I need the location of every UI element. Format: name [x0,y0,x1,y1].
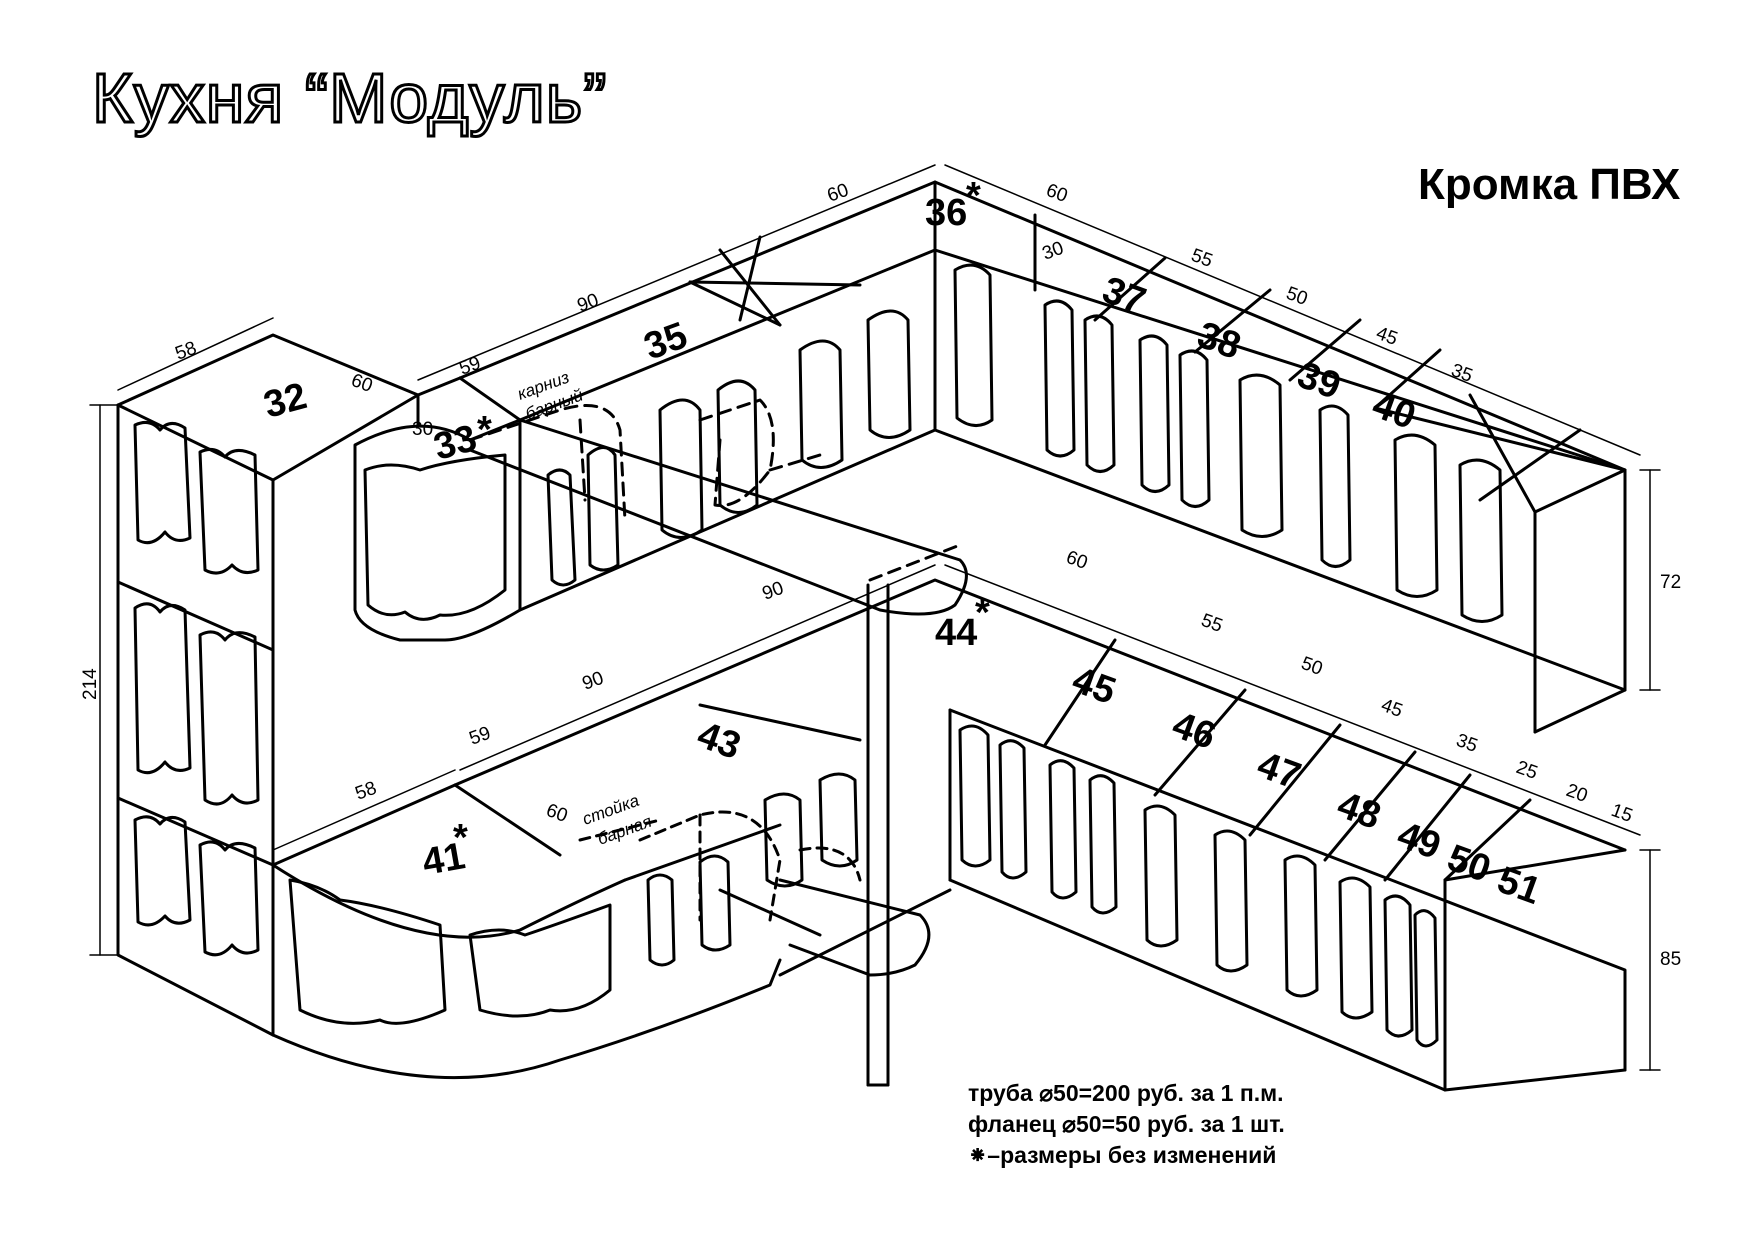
asterisk-41: * [453,817,468,859]
dim-72: 72 [1660,572,1681,593]
module-label-35: 35 [639,315,693,369]
dim-35-top: 35 [1448,360,1475,387]
dim-59-top: 59 [457,353,484,380]
dim-25-low: 25 [1513,757,1540,784]
module-label-51: 51 [1492,859,1546,913]
asterisk-44: * [975,592,990,634]
bar-counter-44 [468,418,968,1087]
module-label-36: 36 [925,192,967,234]
module-label-41: 41 [419,835,468,884]
flange-price-note: фланец ⌀50=50 руб. за 1 шт. [968,1111,1285,1137]
dim-85: 85 [1660,949,1681,970]
module-label-43: 43 [692,714,746,768]
bar-cornice-dashed [468,398,962,582]
dim-60-bar: 60 [1063,547,1090,574]
edge-type-label: Кромка ПВХ [1418,160,1681,209]
dim-45-low: 45 [1378,695,1405,722]
module-label-38: 38 [1192,314,1246,368]
module-label-45: 45 [1067,659,1121,713]
dim-214: 214 [80,668,101,700]
drawing-title: Кухня “Модуль” [91,58,609,139]
dim-50-top: 50 [1283,283,1310,310]
lower-cabinets [271,578,1627,1092]
dim-15-low: 15 [1608,800,1635,827]
dim-58-top: 58 [173,338,200,365]
module-label-39: 39 [1292,354,1346,408]
module-label-47: 47 [1252,744,1306,798]
dim-60-41: 60 [543,800,570,827]
dim-35-low: 35 [1453,730,1480,757]
asterisk-33: * [477,409,492,451]
dim-59-low: 59 [467,723,494,750]
dim-58-low: 58 [353,778,380,805]
module-label-46: 46 [1167,704,1221,758]
dim-60-36: 60 [1043,180,1070,207]
dim-90-bar: 90 [760,578,787,605]
module-label-48: 48 [1332,784,1386,838]
module-label-44: 44 [935,612,977,654]
dim-30-37: 30 [1040,238,1067,265]
dim-50-low: 50 [1298,653,1325,680]
dim-55-low: 55 [1198,610,1225,637]
dimension-lines [89,164,1661,1071]
module-label-40: 40 [1367,384,1421,438]
dim-90-low: 90 [580,668,607,695]
dim-20-low: 20 [1563,780,1590,807]
dim-60-top: 60 [825,180,852,207]
module-label-50: 50 [1442,837,1496,891]
dim-30-33: 30 [412,419,433,440]
pipe-price-note: труба ⌀50=200 руб. за 1 п.м. [968,1080,1284,1106]
asterisk-legend-note: ⁕–размеры без изменений [968,1142,1277,1168]
upper-cabinets [353,180,1627,734]
price-notes: труба ⌀50=200 руб. за 1 п.м. фланец ⌀50=… [968,1078,1285,1171]
asterisk-36: * [966,175,981,217]
